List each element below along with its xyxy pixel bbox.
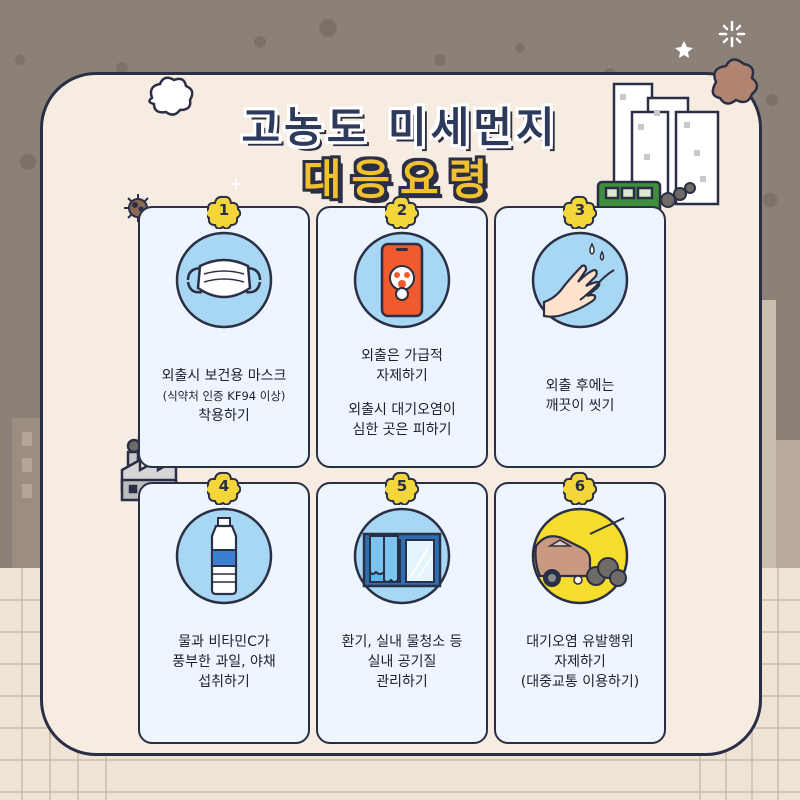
card-text-line: (대중교통 이용하기) (520, 674, 640, 690)
sparkle-small-icon (230, 178, 242, 190)
tip-card-3: 3 외출 후에는 깨끗이 씻기 (494, 195, 666, 468)
card-number: 5 (396, 477, 408, 495)
card-text: 대기오염 유발행위 자제하기 (대중교통 이용하기) (502, 632, 658, 692)
badge-flower-icon (563, 471, 597, 505)
card-text-line: (식약처 인증 KF94 이상) (162, 389, 286, 403)
page-subtitle: 대응요령 (302, 155, 498, 204)
card-text-line: 풍부한 과일, 야채 (172, 654, 276, 670)
card-text: 외출은 가급적 자제하기 외출시 대기오염이 심한 곳은 피하기 (324, 346, 480, 440)
card-text-line: 실내 공기질 (367, 654, 437, 670)
card-text-line: 섭취하기 (198, 674, 250, 690)
card-text-line: 물과 비타민C가 (178, 634, 270, 650)
sparkle-icon (718, 20, 746, 48)
card-text-line: 심한 곳은 피하기 (352, 422, 452, 438)
card-number: 3 (574, 201, 586, 219)
badge-flower-icon (563, 195, 597, 229)
card-text: 외출 후에는 깨끗이 씻기 (502, 376, 658, 416)
card-text-line: 외출시 대기오염이 (348, 402, 456, 418)
cloud-icon (148, 76, 194, 116)
card-text-line: 외출 후에는 (545, 378, 615, 394)
page-title: 고농도 미세먼지 (241, 103, 559, 152)
card-text-line: 외출은 가급적 (361, 348, 443, 364)
dust-cloud-icon (711, 58, 759, 105)
tip-card-1: 1 외출시 보건용 마스크 (식약처 인증 KF94 이상) 착용하기 (138, 195, 310, 468)
badge-flower-icon (385, 195, 419, 229)
card-text-line: 대기오염 유발행위 (526, 634, 634, 650)
card-text-line: 자제하기 (376, 368, 428, 384)
card-text-line: 깨끗이 씻기 (545, 398, 615, 414)
card-text-line: 착용하기 (198, 408, 250, 424)
card-number: 1 (218, 201, 230, 219)
badge-flower-icon (207, 195, 241, 229)
card-text-line: 관리하기 (376, 674, 428, 690)
card-text: 외출시 보건용 마스크 (식약처 인증 KF94 이상) 착용하기 (146, 366, 302, 426)
badge-flower-icon (385, 471, 419, 505)
water-bottle-icon (175, 507, 273, 605)
badge-flower-icon (207, 471, 241, 505)
window-ventilation-icon (353, 507, 451, 605)
card-text-line: 환기, 실내 물청소 등 (341, 634, 463, 650)
polluting-car-icon (531, 507, 629, 605)
tip-card-2: 2 외출은 가급적 자제하기 외출시 대기오염이 심한 곳은 피하기 (316, 195, 488, 468)
card-text-line (324, 386, 480, 400)
tip-card-4: 4 물과 비타민C가 풍부한 과일, 야채 섭취하기 (138, 471, 310, 744)
exhaust-smoke-icon (660, 182, 696, 208)
tip-card-6: 6 대기오염 유발행위 자제하기 (대중교통 이용하기) (494, 471, 666, 744)
card-number: 4 (218, 477, 230, 495)
card-text-line: 자제하기 (554, 654, 606, 670)
card-number: 6 (574, 477, 586, 495)
star-icon (675, 41, 693, 58)
card-text: 환기, 실내 물청소 등 실내 공기질 관리하기 (324, 632, 480, 692)
card-text: 물과 비타민C가 풍부한 과일, 야채 섭취하기 (146, 632, 302, 692)
smartphone-gas-mask-icon (353, 231, 451, 329)
tip-card-5: 5 환기, 실내 물청소 등 실내 공기질 관리하기 (316, 471, 488, 744)
card-number: 2 (396, 201, 408, 219)
face-mask-icon (175, 231, 273, 329)
card-text-line: 외출시 보건용 마스크 (161, 368, 287, 384)
washing-hands-icon (531, 231, 629, 329)
